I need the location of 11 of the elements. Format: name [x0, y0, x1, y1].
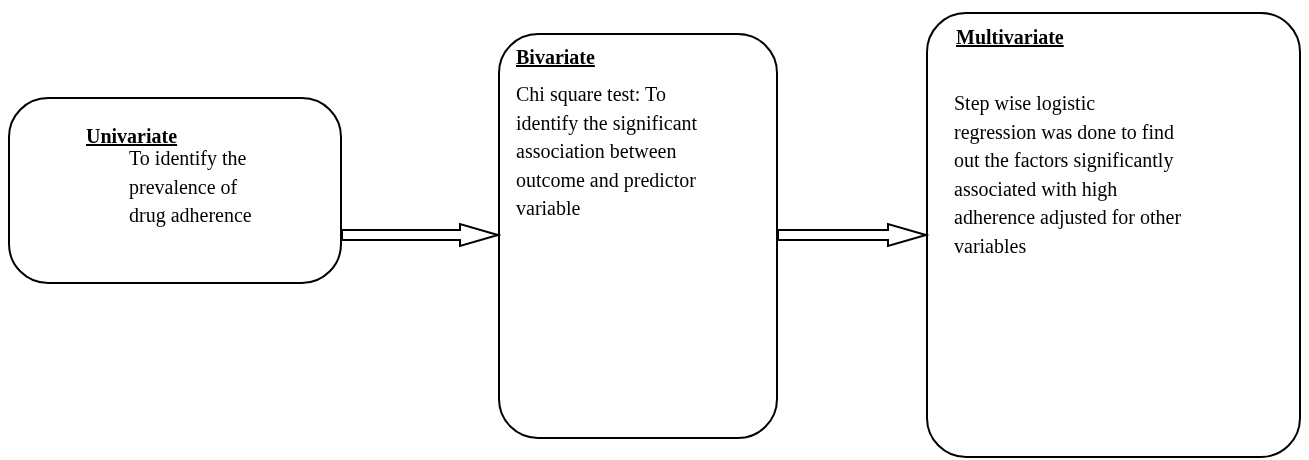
box-heading: Multivariate [956, 25, 1064, 50]
box-heading: Univariate [86, 124, 178, 149]
box-description: Step wise logistic regression was done to find out the factors significantly associated with high adherence adjusted for other variables [954, 91, 1182, 259]
box-heading: Bivariate [516, 45, 595, 70]
block-arrow [777, 222, 930, 248]
process-box [498, 33, 778, 439]
box-description: Chi square test: To identify the significant association between outcome and predictor variable [516, 82, 699, 221]
box-description: To identify the prevalence of drug adherence [129, 146, 253, 229]
process-box [8, 97, 342, 284]
block-arrow [341, 222, 502, 248]
process-box [926, 12, 1301, 458]
